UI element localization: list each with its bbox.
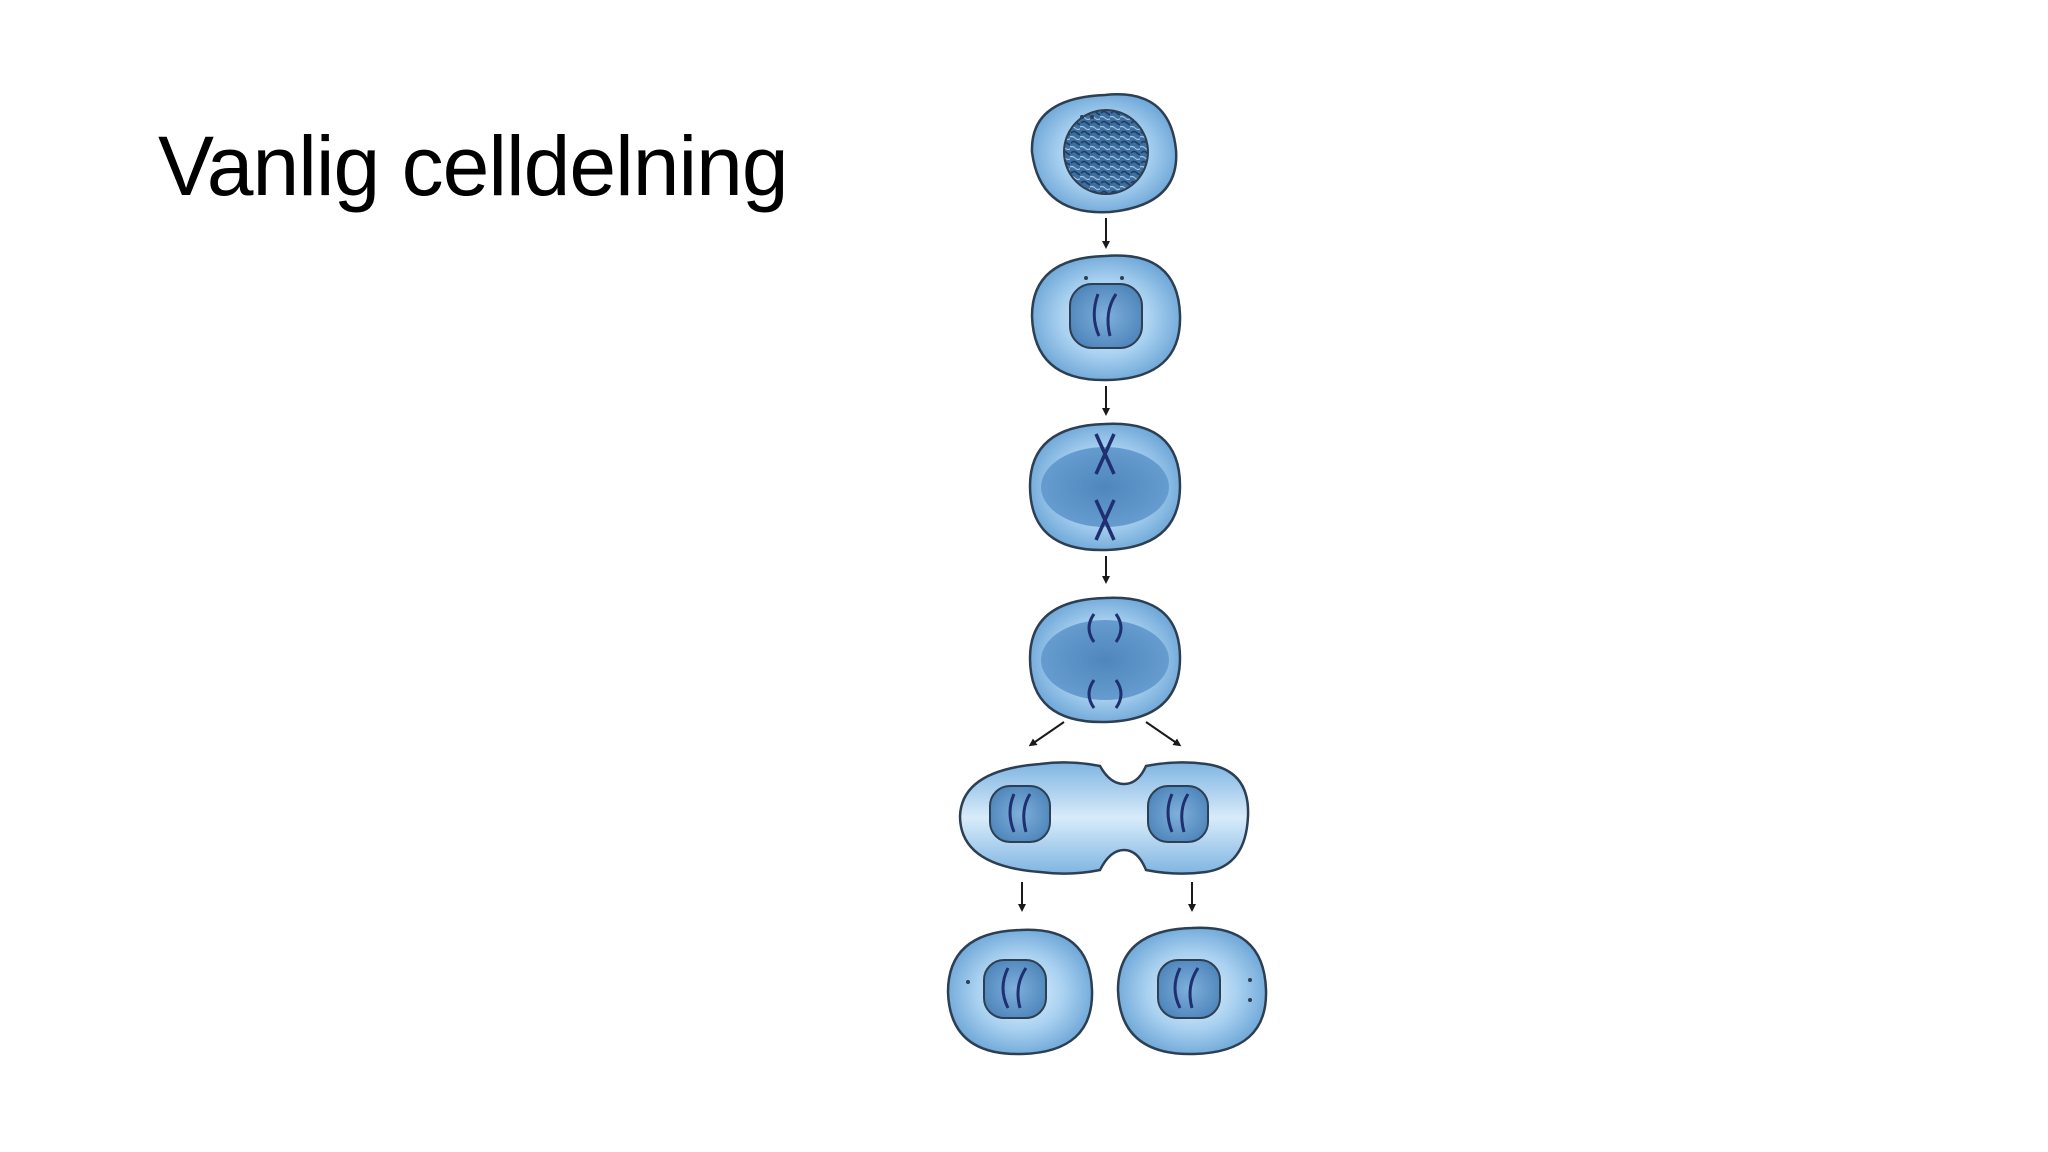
daughter-nucleus <box>983 959 1047 1019</box>
interphase-nucleus <box>1063 109 1149 195</box>
chromosome <box>1001 967 1010 1009</box>
centriole-dot <box>1248 998 1252 1002</box>
chromosome <box>1094 433 1116 475</box>
chromosome <box>1022 793 1032 833</box>
daughter-nucleus <box>1147 785 1209 843</box>
arrow-diagonal-right-icon <box>1145 721 1182 747</box>
chromosome <box>1087 613 1096 643</box>
spindle <box>1041 447 1169 527</box>
chromosome <box>1180 793 1190 833</box>
telophase-cell <box>958 761 1250 875</box>
slide-title: Vanlig celldelning <box>158 119 789 213</box>
chromosome <box>1173 967 1182 1009</box>
metaphase-cell <box>1028 422 1182 552</box>
chromosome <box>1188 967 1200 1009</box>
prophase-nucleus <box>1069 283 1143 349</box>
centriole-dot <box>1120 276 1124 280</box>
daughter-cell-left <box>946 928 1094 1056</box>
centriole-dot <box>966 980 970 984</box>
chromosome <box>1106 293 1118 337</box>
interphase-cell <box>1030 93 1178 214</box>
anaphase-cell <box>1028 596 1182 724</box>
daughter-cell-right <box>1116 926 1268 1056</box>
chromosome <box>1094 499 1116 541</box>
chromosome <box>1114 679 1123 709</box>
prophase-cell <box>1030 254 1182 382</box>
chromosome <box>1087 679 1096 709</box>
chromosome <box>1166 793 1174 833</box>
chromosome <box>1114 613 1123 643</box>
daughter-nucleus <box>989 785 1051 843</box>
chromosome <box>1008 793 1016 833</box>
arrow-diagonal-left-icon <box>1028 721 1065 747</box>
centriole-dot <box>1090 115 1094 119</box>
chromosome <box>1016 967 1028 1009</box>
centriole-dot <box>1248 978 1252 982</box>
centriole-dot <box>1080 115 1084 119</box>
spindle <box>1041 620 1169 700</box>
centriole-dot <box>1084 276 1088 280</box>
chromosome <box>1092 293 1101 337</box>
